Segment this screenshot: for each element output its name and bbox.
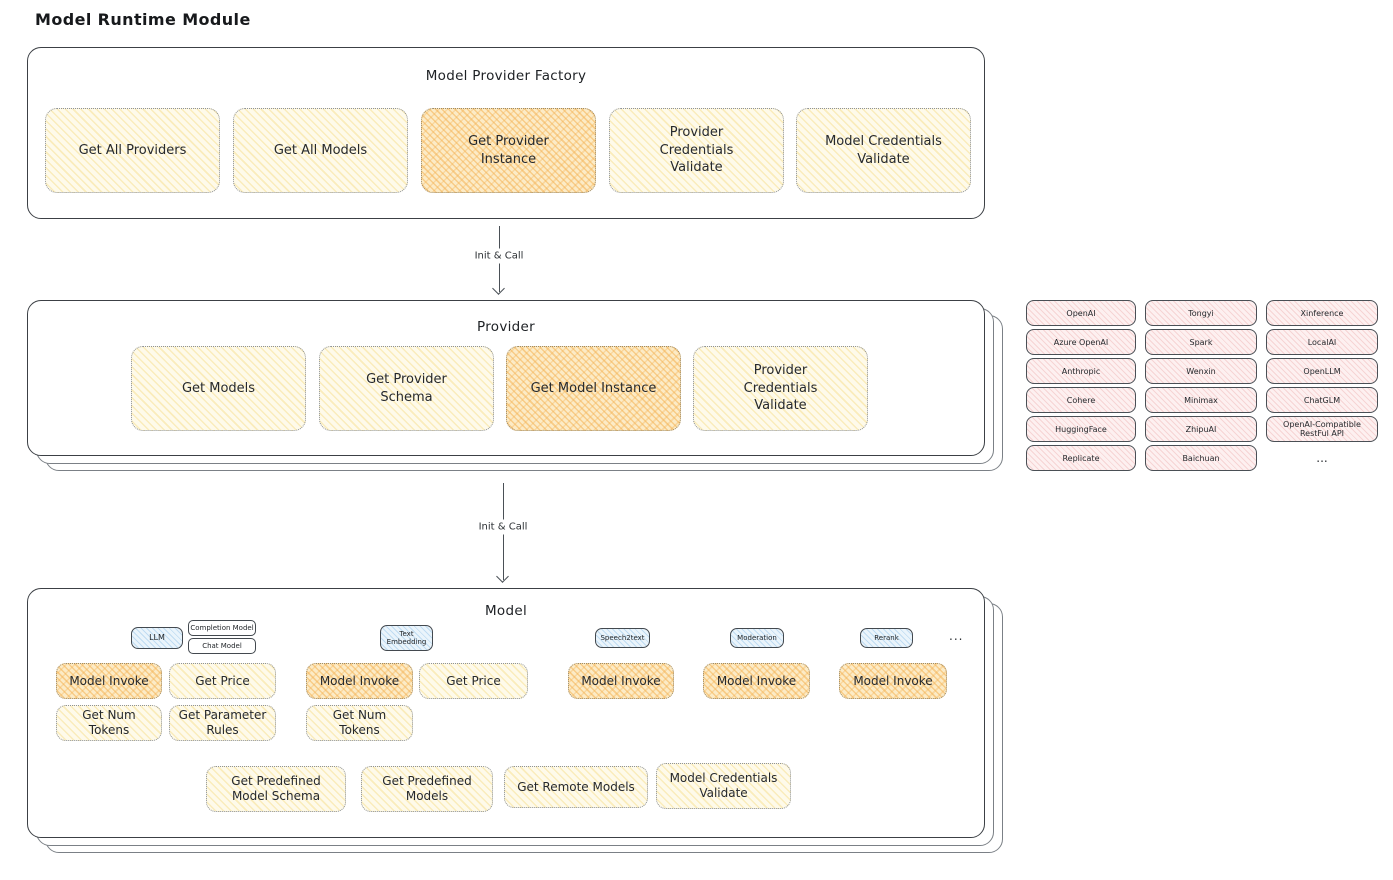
btn-model-invoke-llm: Model Invoke [56, 663, 162, 699]
btn-get-price-embedding: Get Price [419, 663, 528, 699]
provider-item: ZhipuAI [1145, 416, 1257, 442]
btn-model-credentials-validate: Model Credentials Validate [796, 108, 971, 193]
provider-item: Wenxin [1145, 358, 1257, 384]
btn-get-predefined-models: Get Predefined Models [361, 766, 493, 812]
model-title: Model [484, 603, 528, 619]
tags-more-ellipsis: ... [949, 629, 964, 643]
btn-model-credentials-validate-2: Model Credentials Validate [656, 763, 791, 809]
btn-get-provider-schema: Get Provider Schema [319, 346, 494, 431]
btn-get-predefined-model-schema: Get Predefined Model Schema [206, 766, 346, 812]
btn-get-model-instance: Get Model Instance [506, 346, 681, 431]
provider-item: ChatGLM [1266, 387, 1378, 413]
provider-title: Provider [477, 319, 535, 335]
provider-item: Spark [1145, 329, 1257, 355]
arrow-down-icon [496, 570, 510, 583]
arrow-down-icon [492, 282, 506, 295]
tag-llm: LLM [131, 627, 183, 649]
provider-item: Cohere [1026, 387, 1136, 413]
arrow-label: Init & Call [468, 248, 530, 264]
model-panel: Model LLM Completion Model Chat Model Te… [27, 588, 985, 838]
btn-model-invoke-speech2text: Model Invoke [568, 663, 674, 699]
providers-list: OpenAI Tongyi Xinference Azure OpenAI Sp… [1026, 300, 1378, 471]
btn-get-num-tokens-llm: Get Num Tokens [56, 705, 162, 741]
btn-model-invoke-embedding: Model Invoke [306, 663, 413, 699]
tag-text-embedding: Text Embedding [380, 625, 433, 651]
provider-box: Provider Get Models Get Provider Schema … [27, 300, 1003, 471]
factory-panel: Model Provider Factory Get All Providers… [27, 47, 985, 219]
arrow-label: Init & Call [472, 519, 534, 535]
tag-moderation: Moderation [730, 628, 784, 648]
page-title: Model Runtime Module [35, 10, 251, 29]
provider-item: OpenLLM [1266, 358, 1378, 384]
provider-item: LocalAI [1266, 329, 1378, 355]
providers-more-ellipsis: ... [1316, 451, 1328, 465]
btn-provider-credentials-validate: Provider Credentials Validate [609, 108, 784, 193]
btn-model-invoke-moderation: Model Invoke [703, 663, 810, 699]
btn-get-parameter-rules: Get Parameter Rules [169, 705, 276, 741]
btn-provider-credentials-validate-2: Provider Credentials Validate [693, 346, 868, 431]
btn-get-all-models: Get All Models [233, 108, 408, 193]
provider-item: Tongyi [1145, 300, 1257, 326]
btn-model-invoke-rerank: Model Invoke [839, 663, 947, 699]
btn-get-num-tokens-embedding: Get Num Tokens [306, 705, 413, 741]
provider-item: Replicate [1026, 445, 1136, 471]
provider-item: Anthropic [1026, 358, 1136, 384]
provider-panel: Provider Get Models Get Provider Schema … [27, 300, 985, 456]
factory-title: Model Provider Factory [425, 68, 587, 84]
tag-completion-model: Completion Model [188, 620, 256, 636]
btn-get-price-llm: Get Price [169, 663, 276, 699]
tag-speech2text: Speech2text [595, 628, 650, 648]
provider-item: OpenAI [1026, 300, 1136, 326]
btn-get-models: Get Models [131, 346, 306, 431]
btn-get-remote-models: Get Remote Models [504, 766, 648, 808]
provider-item: Minimax [1145, 387, 1257, 413]
provider-item: OpenAI-Compatible RestFul API [1266, 416, 1378, 442]
provider-item: Baichuan [1145, 445, 1257, 471]
provider-item: Azure OpenAI [1026, 329, 1136, 355]
btn-get-all-providers: Get All Providers [45, 108, 220, 193]
provider-item: HuggingFace [1026, 416, 1136, 442]
factory-box: Model Provider Factory Get All Providers… [27, 47, 985, 219]
model-box: Model LLM Completion Model Chat Model Te… [27, 588, 1003, 853]
tag-chat-model: Chat Model [188, 638, 256, 654]
provider-item: Xinference [1266, 300, 1378, 326]
tag-rerank: Rerank [860, 628, 913, 648]
btn-get-provider-instance: Get Provider Instance [421, 108, 596, 193]
